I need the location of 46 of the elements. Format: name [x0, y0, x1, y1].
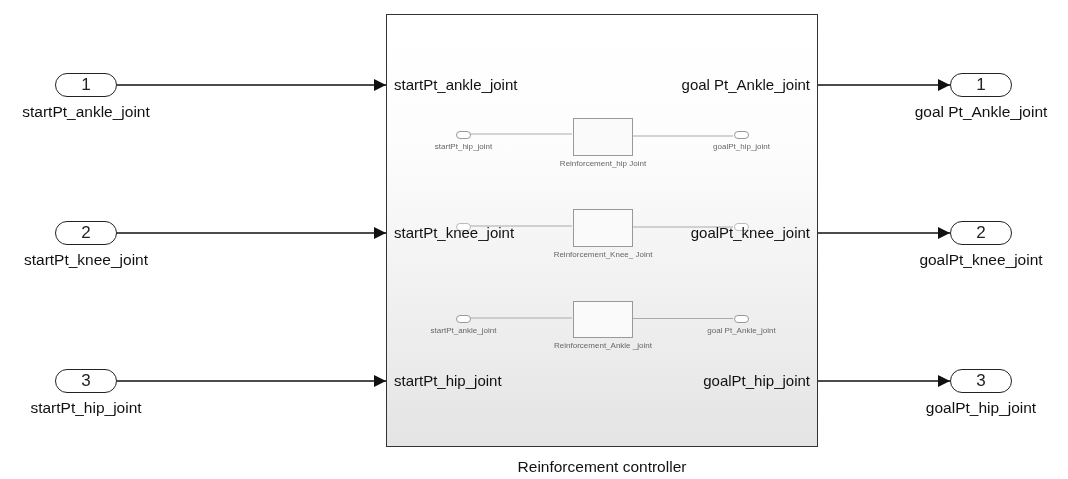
signal-arrow: [116, 375, 387, 387]
block-name: Reinforcement controller: [517, 458, 687, 476]
signal-arrow: [817, 375, 951, 387]
port-block: [734, 131, 749, 139]
block-name: Reinforcement_Knee_ Joint: [553, 250, 653, 259]
port-label: goal Pt_Ankle_joint: [681, 76, 810, 94]
port-name: goal Pt_Ankle_joint: [707, 326, 776, 335]
port-name: startPt_ankle_joint: [430, 326, 497, 335]
block-name: Reinforcement_hip Joint: [559, 159, 647, 168]
port-label: goalPt_knee_joint: [690, 224, 810, 242]
port-name: goalPt_hip_joint: [925, 399, 1037, 417]
port-name: startPt_ankle_joint: [22, 103, 150, 121]
port-label: goalPt_hip_joint: [703, 372, 810, 390]
port-name: startPt_knee_joint: [23, 251, 149, 269]
port-block: 1: [950, 73, 1012, 97]
signal-line: [631, 135, 734, 137]
port-name: goal Pt_Ankle_joint: [914, 103, 1048, 121]
port-label: startPt_hip_joint: [394, 372, 502, 390]
signal-line: [469, 317, 573, 319]
signal-line: [631, 318, 734, 319]
block-name: Reinforcement_Ankle _joint: [554, 341, 652, 350]
subsystem-block: [573, 118, 633, 156]
port-name: startPt_hip_joint: [434, 142, 493, 151]
signal-arrow: [817, 227, 951, 239]
signal-arrow: [817, 79, 951, 91]
signal-line: [469, 133, 573, 135]
port-block: 3: [950, 369, 1012, 393]
signal-line: [469, 225, 573, 227]
port-block: [456, 315, 471, 323]
port-block: 2: [950, 221, 1012, 245]
port-name: goalPt_knee_joint: [919, 251, 1043, 269]
port-block: [456, 131, 471, 139]
signal-line: [631, 226, 734, 228]
port-block: [734, 315, 749, 323]
port-name: goalPt_hip_joint: [713, 142, 770, 151]
port-block: 3: [55, 369, 117, 393]
port-label: startPt_knee_joint: [394, 224, 515, 242]
port-name: startPt_hip_joint: [30, 399, 142, 417]
subsystem-block: [573, 301, 633, 338]
port-block: 2: [55, 221, 117, 245]
port-block: 1: [55, 73, 117, 97]
signal-arrow: [116, 79, 387, 91]
subsystem-block: [573, 209, 633, 247]
subsystem-block: [386, 14, 818, 447]
signal-arrow: [116, 227, 387, 239]
port-label: startPt_ankle_joint: [394, 76, 518, 94]
